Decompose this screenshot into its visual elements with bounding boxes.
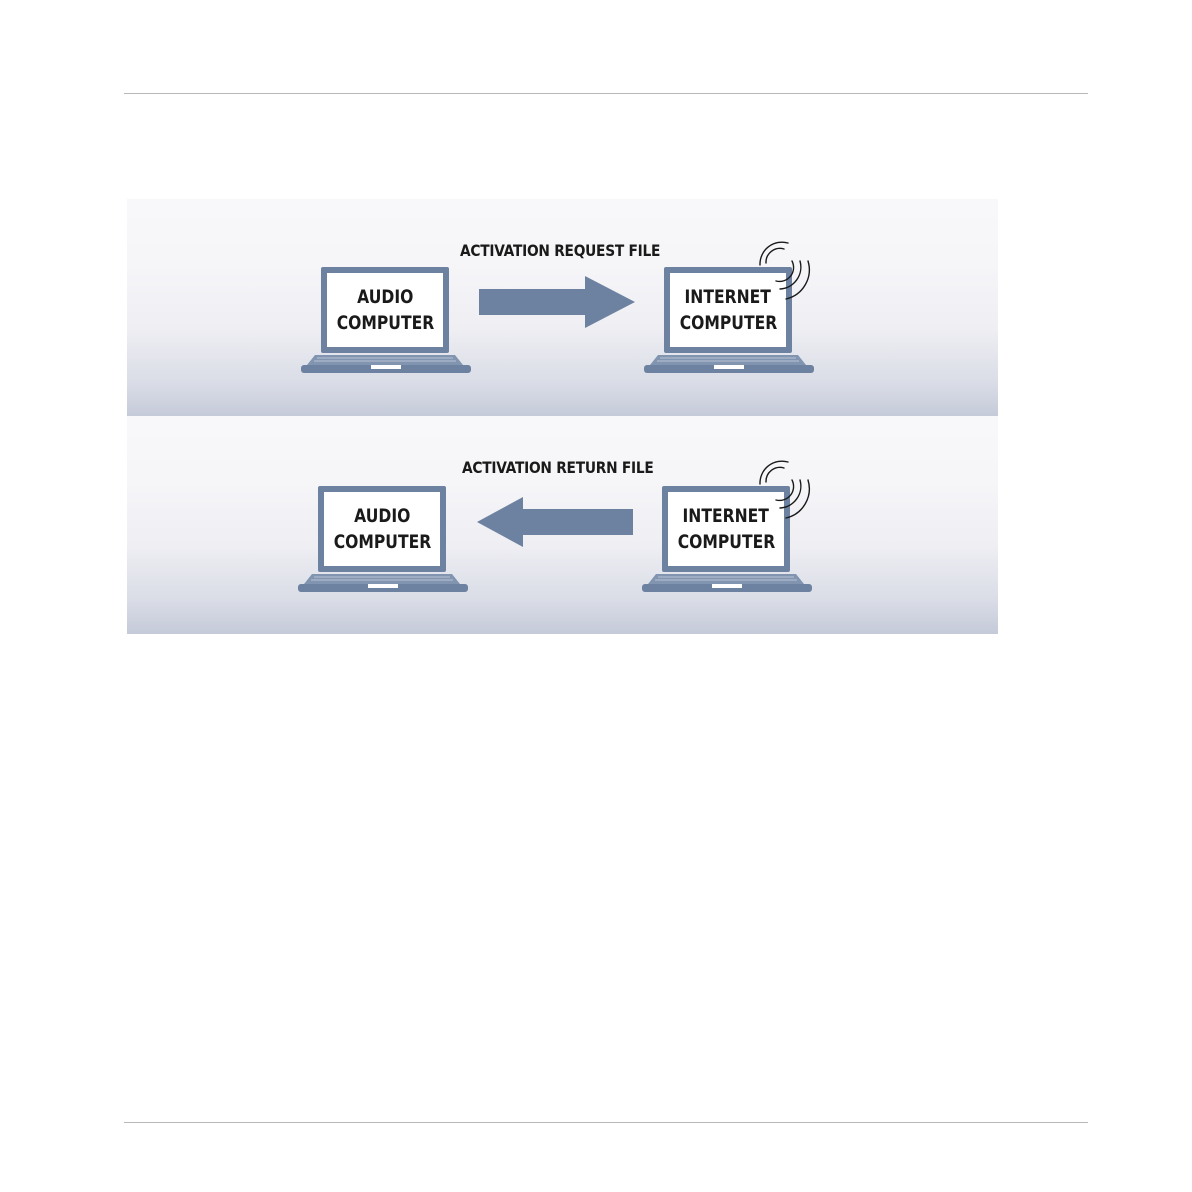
device-label-line1: AUDIO xyxy=(354,503,410,529)
footer-rule xyxy=(124,1122,1088,1123)
flow-label: ACTIVATION RETURN FILE xyxy=(462,458,654,477)
device-label-line2: COMPUTER xyxy=(336,310,434,336)
device-label-line2: COMPUTER xyxy=(333,529,431,555)
activation-return-panel: ACTIVATION RETURN FILE AUDIO COMPUTER xyxy=(127,416,998,634)
device-label-line2: COMPUTER xyxy=(679,310,777,336)
wireless-signal-icon xyxy=(754,456,818,524)
left-arrow-icon xyxy=(477,497,633,547)
flow-label: ACTIVATION REQUEST FILE xyxy=(460,241,660,260)
header-rule xyxy=(124,93,1088,94)
right-arrow-icon xyxy=(479,276,635,328)
wireless-signal-icon xyxy=(754,237,818,305)
activation-request-panel: ACTIVATION REQUEST FILE AUDIO COMPUTER xyxy=(127,199,998,417)
audio-computer-laptop: AUDIO COMPUTER xyxy=(301,267,473,379)
device-label-line2: COMPUTER xyxy=(677,529,775,555)
device-label-line1: AUDIO xyxy=(357,284,413,310)
audio-computer-laptop: AUDIO COMPUTER xyxy=(298,486,470,598)
